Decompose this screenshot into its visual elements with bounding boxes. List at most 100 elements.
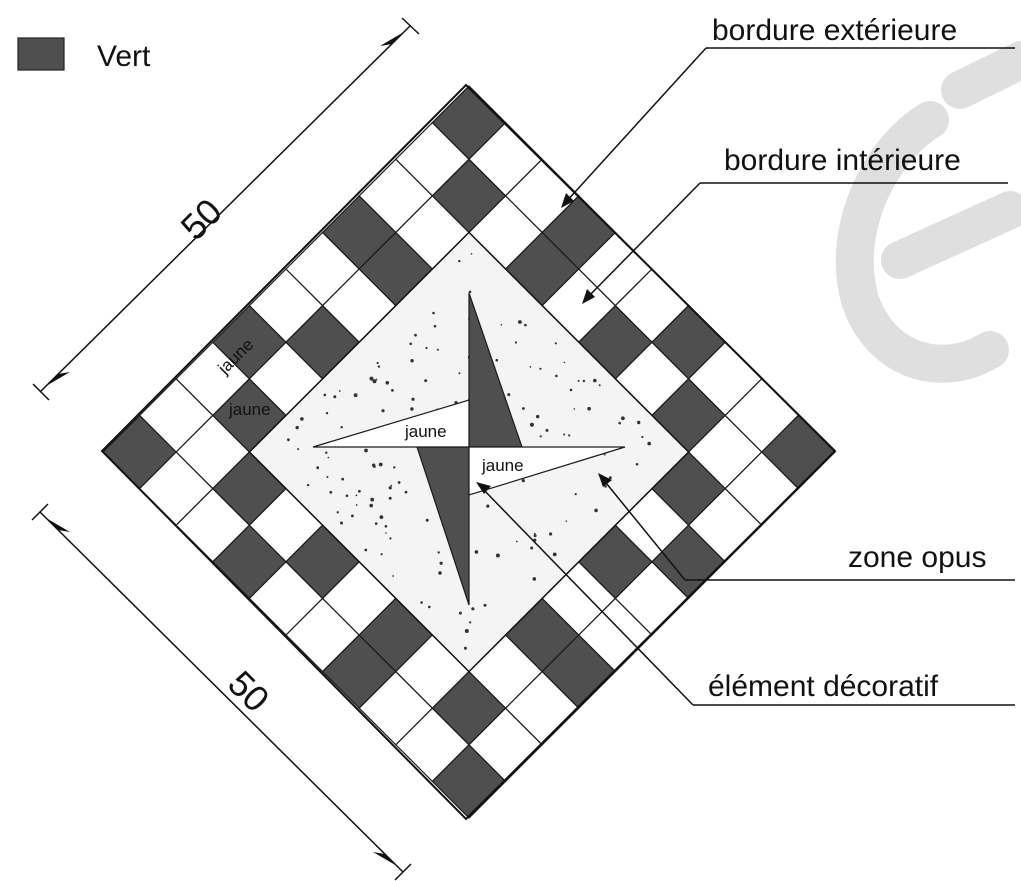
dimension-line-bottom (39, 511, 404, 873)
callout-arrow-decorative (476, 482, 491, 494)
opus-speckle (410, 407, 414, 411)
opus-speckle (392, 575, 395, 577)
callout-label-opus-zone: zone opus (848, 541, 986, 574)
opus-speckle (295, 425, 299, 430)
opus-speckle (374, 522, 378, 525)
label-jaune-star-right: jaune (481, 456, 524, 475)
opus-speckle (376, 361, 379, 365)
opus-speckle (378, 462, 383, 467)
opus-speckle (565, 520, 568, 522)
opus-speckle (577, 379, 580, 382)
opus-speckle (563, 433, 566, 436)
opus-speckle (471, 607, 475, 611)
callout-opus-zone: zone opus (598, 473, 1015, 581)
opus-speckle (404, 490, 408, 494)
opus-speckle (529, 422, 534, 427)
opus-speckle (439, 561, 443, 565)
dimension-tick-top-start (32, 383, 50, 401)
opus-speckle (377, 365, 381, 368)
opus-speckle (438, 571, 442, 575)
star-arm-right (468, 446, 626, 496)
opus-speckle (326, 476, 329, 478)
opus-speckle (515, 540, 518, 543)
opus-speckle (529, 366, 532, 368)
opus-speckle (470, 253, 473, 255)
opus-speckle (521, 479, 525, 483)
legend-swatch-green (17, 37, 65, 71)
opus-speckle (364, 548, 368, 552)
opus-speckle (390, 484, 393, 487)
opus-speckle (341, 477, 345, 481)
opus-speckle (389, 537, 392, 540)
opus-speckle (345, 494, 349, 498)
dimension-label-bottom: 50 (220, 663, 277, 720)
opus-speckle (353, 393, 358, 398)
opus-speckle (641, 435, 644, 439)
opus-speckle (325, 451, 328, 454)
callout-leader-inner (585, 182, 701, 300)
opus-speckle (287, 438, 290, 442)
opus-speckle (495, 358, 499, 362)
callout-label-decorative-element: élément décoratif (708, 670, 939, 703)
opus-speckle (369, 503, 374, 508)
opus-speckle (379, 515, 384, 519)
callout-leader-decorative (479, 485, 694, 706)
arrowhead-top-end (380, 32, 404, 46)
opus-speckle (428, 605, 431, 609)
opus-speckle (468, 290, 472, 294)
callout-outer-border: bordure extérieure (561, 14, 1015, 208)
opus-speckle (469, 621, 472, 624)
opus-speckle (329, 490, 333, 494)
opus-speckle (432, 311, 435, 315)
opus-speckle (621, 416, 625, 421)
opus-speckle (474, 550, 479, 554)
opus-speckle (323, 393, 327, 397)
opus-speckle (410, 359, 414, 363)
opus-speckle (464, 629, 469, 633)
diamond-pattern (100, 83, 837, 821)
opus-speckle (518, 320, 522, 324)
label-jaune-star-left: jaune (404, 422, 447, 441)
outer-border-outline (100, 83, 837, 821)
opus-speckle (598, 384, 601, 387)
callout-arrow-opus (598, 473, 612, 487)
opus-speckle (604, 485, 607, 488)
opus-speckle (458, 372, 461, 375)
opus-speckle (545, 428, 549, 432)
decorative-star (312, 292, 626, 606)
arrowhead-top-start (46, 372, 70, 386)
opus-speckle (522, 407, 525, 410)
opus-speckle (420, 601, 423, 604)
opus-speckle (333, 395, 337, 399)
opus-speckle (393, 466, 396, 469)
opus-speckle (351, 514, 354, 518)
opus-speckle (297, 448, 300, 451)
callout-leader-outer (564, 47, 707, 204)
opus-speckle (533, 534, 537, 538)
opus-speckle (486, 504, 490, 508)
opus-speckle (569, 388, 573, 392)
opus-speckle (437, 551, 440, 554)
opus-speckle (425, 518, 429, 522)
opus-speckle (325, 412, 329, 415)
opus-speckle (524, 323, 527, 327)
opus-speckle (358, 489, 361, 493)
opus-speckle (424, 379, 428, 383)
opus-speckle (355, 494, 358, 497)
opus-speckle (388, 486, 392, 490)
opus-speckle (532, 577, 537, 581)
opus-speckle (425, 346, 428, 350)
callout-arrow-outer (561, 193, 574, 208)
opus-speckle (369, 376, 374, 381)
opus-speckle (500, 324, 503, 326)
opus-speckle (381, 409, 385, 413)
opus-speckle (340, 426, 343, 429)
star-arm-left (312, 399, 470, 448)
dimension-label-top: 50 (173, 191, 230, 248)
opus-speckle (380, 553, 383, 556)
opus-speckle (568, 434, 571, 437)
opus-speckle (582, 379, 586, 383)
opus-speckle (549, 532, 553, 536)
opus-speckle (608, 476, 612, 480)
